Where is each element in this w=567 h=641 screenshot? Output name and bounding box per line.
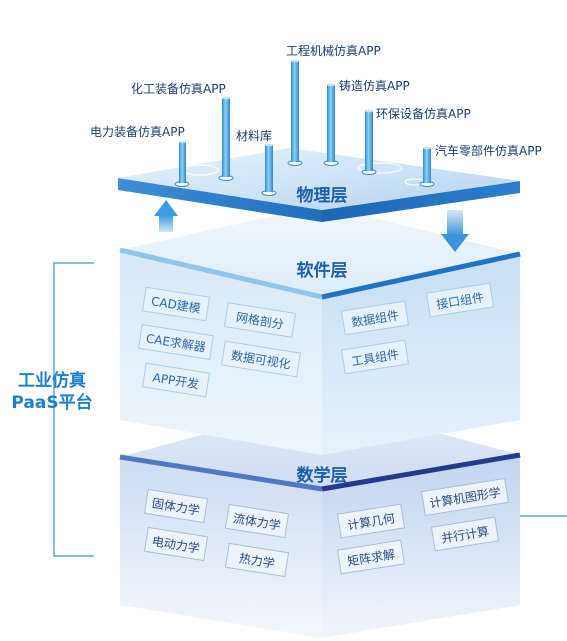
software-module-app-development: APP开发 [152,369,200,391]
software-layer-title: 软件层 [297,260,348,281]
math-module-box [430,516,500,552]
app-label-environmental-equipment: 环保设备仿真APP [376,107,471,121]
math-module-box [143,526,209,562]
app-label-materials: 材料库 [236,128,272,143]
app-label-engineering-machinery: 工程机械仿真APP [286,43,381,58]
physical-layer-top [118,148,520,210]
downward-arrow-icon [441,210,469,252]
math-module-box [336,539,406,575]
platform-bracket [53,262,94,557]
math-module-thermodynamics: 热力学 [238,550,276,570]
software-layer-edge-left [119,247,323,300]
platform-label-line1: 工业仿真 [18,371,86,391]
app-pillar-chemical-equipment [218,96,234,181]
software-module-box [141,286,211,322]
software-module-data-components: 数据组件 [350,307,400,329]
math-module-parallel-computing: 并行计算 [440,523,490,545]
math-module-electrodynamics: 电动力学 [151,533,201,555]
app-label-chemical-equipment: 化工装备仿真APP [131,82,226,96]
physical-layer-edge-left [118,178,322,222]
physical-layer-edge-right [322,181,520,222]
software-module-box [223,302,297,338]
app-pillar-casting [323,83,339,166]
app-label-casting: 铸造仿真APP [339,78,410,93]
software-module-box [340,339,410,375]
software-module-box [425,282,495,318]
math-module-fluid-mechanics: 流体力学 [232,510,282,532]
math-module-box [224,503,290,539]
app-label-power-equipment: 电力装备仿真APP [90,125,185,139]
software-module-mesh-generation: 网格剖分 [235,309,285,331]
math-module-solid-mechanics: 固体力学 [151,495,201,517]
app-pillar-environmental-equipment [361,109,377,175]
math-module-box [224,542,290,578]
software-layer: 软件层 CAD建模 网格剖分 CAE求解器 数据可视化 APP开发 数据组件 [119,205,521,455]
software-module-box [141,362,211,398]
math-layer-edge-right [321,452,521,492]
math-module-computational-geometry: 计算几何 [346,510,396,532]
app-pillar-materials [261,143,277,196]
platform-label-line2: PaaS平台 [11,393,93,413]
math-module-box [143,488,209,524]
physical-layer-title: 物理层 [297,185,348,206]
platform-label: 工业仿真 PaaS平台 [6,370,98,414]
math-layer-edge-left [119,454,323,492]
math-module-box [421,478,509,516]
math-layer: 数学层 固体力学 流体力学 电动力学 热力学 计算几何 计算机图形学 [119,402,521,638]
software-module-box [221,340,301,378]
upward-arrow-icon [154,200,178,232]
software-module-box [137,323,215,361]
software-module-box [340,300,410,336]
math-layer-title: 数学层 [297,465,348,486]
physical-layer: 物理层 [90,43,542,222]
app-pillar-auto-parts [419,146,435,187]
software-module-interface-components: 接口组件 [435,289,485,311]
software-layer-edge-right [321,251,521,300]
app-label-auto-parts: 汽车零部件仿真APP [435,143,542,158]
app-pillar-engineering-machinery [287,59,303,166]
math-module-box [336,503,406,539]
app-pillar-power-equipment [174,140,190,187]
